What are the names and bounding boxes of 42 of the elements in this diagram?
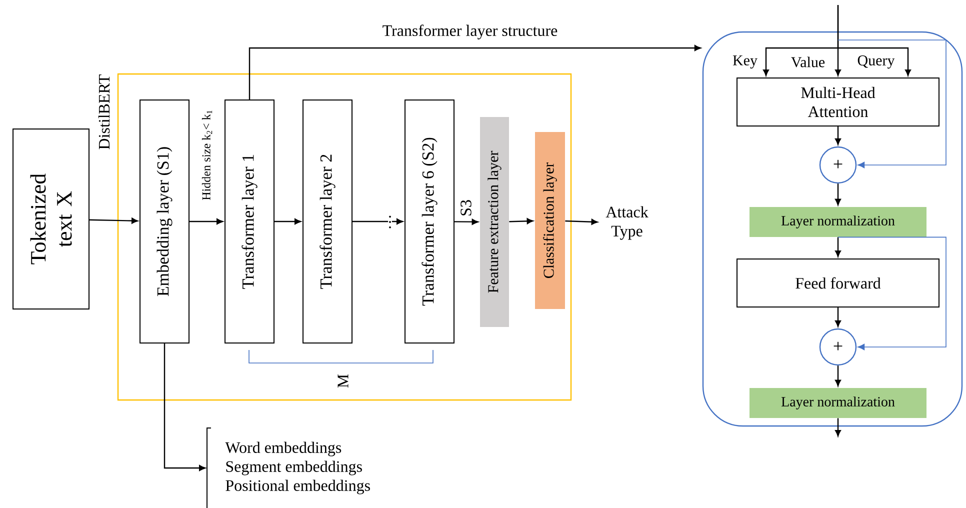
layer-box: Feature extraction layer: [480, 117, 509, 327]
residual-connector: [838, 40, 946, 168]
connector: [90, 218, 138, 224]
layer-box: Tokenized text X: [12, 128, 90, 310]
connector: [835, 418, 841, 436]
edge-label: Key: [732, 54, 758, 70]
edge-label: Transformer layer structure: [381, 24, 559, 40]
embedding-list: Word embeddings Segment embeddings Positional embeddings: [206, 428, 370, 508]
edge-label: Value: [790, 56, 826, 68]
connector: [835, 308, 841, 327]
connector: [565, 218, 598, 225]
residual-connector: [838, 236, 946, 350]
layer-box: Embedding layer (S1): [140, 100, 190, 344]
edge-label: Query: [856, 54, 896, 70]
layer-box: Classification layer: [535, 132, 565, 309]
connector: [509, 218, 534, 224]
edge-label: …: [388, 213, 392, 231]
frame-title: DistilBERT: [98, 74, 110, 150]
edge-label: Hidden size k$_{2}$< k$_{1}$: [200, 108, 214, 202]
connector: [835, 237, 841, 257]
layer-box: Layer normalization: [750, 388, 926, 418]
layer-box: Multi-Head Attention: [736, 78, 940, 126]
connector: [835, 5, 841, 76]
connector: [352, 218, 403, 224]
connector: [454, 218, 478, 225]
connector: [835, 366, 841, 386]
output-label: Attack Type: [606, 206, 648, 240]
rounded-panel: [702, 31, 963, 427]
layer-box: Transformer layer 1: [224, 100, 274, 344]
layer-box: Layer normalization: [750, 207, 926, 237]
layer-box: Transformer layer 2: [302, 100, 352, 344]
connector: [835, 126, 841, 145]
layer-box: Feed forward: [736, 258, 940, 308]
bracket-label: M: [338, 374, 348, 388]
layer-box: Transformer layer 6 (S2): [404, 100, 454, 344]
connector: [835, 184, 841, 206]
connector: [274, 218, 301, 224]
connector: [248, 45, 701, 100]
connector: [838, 47, 911, 76]
connector: [164, 344, 206, 471]
connector: [190, 218, 223, 224]
edge-label: S3: [460, 198, 472, 218]
